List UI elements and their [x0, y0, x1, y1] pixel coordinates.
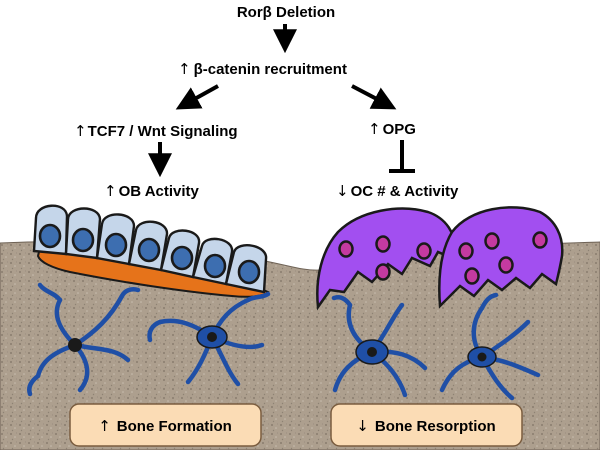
decrease-arrow-icon: ↓ — [356, 417, 369, 435]
label-bone-formation: Bone Formation — [117, 418, 232, 435]
label-beta-catenin: ↑β-catenin recruitment — [178, 60, 347, 78]
label-ror-beta-deletion: Rorβ Deletion — [237, 4, 335, 21]
arrow-catenin-to-opg — [351, 84, 397, 110]
decrease-arrow-icon: ↓ — [336, 182, 349, 200]
increase-arrow-icon: ↑ — [74, 122, 87, 140]
bone-formation-box: ↑ Bone Formation — [69, 403, 262, 447]
arrow-catenin-to-tcf7 — [175, 84, 219, 110]
increase-arrow-icon: ↑ — [178, 60, 191, 78]
label-oc-activity: ↓OC # & Activity — [336, 182, 459, 200]
svg-text:↓Bone Resorption: ↓ Bone Resorption — [356, 417, 495, 435]
increase-arrow-icon: ↑ — [98, 417, 111, 435]
label-opg: ↑OPG — [368, 120, 416, 138]
label-bone-resorption: Bone Resorption — [375, 418, 496, 435]
osteoclast-left — [316, 207, 457, 311]
osteoclast-right — [438, 206, 564, 309]
bone-resorption-box: ↓ Bone Resorption — [330, 403, 523, 447]
osteoblast-cells — [32, 204, 268, 294]
increase-arrow-icon: ↑ — [104, 182, 117, 200]
svg-text:↑Bone Formation: ↑ Bone Formation — [98, 417, 232, 435]
increase-arrow-icon: ↑ — [368, 120, 381, 138]
label-ob-activity: ↑OB Activity — [104, 182, 200, 200]
label-tcf7-wnt: ↑TCF7 / Wnt Signaling — [74, 122, 238, 140]
osteocyte-cell — [68, 338, 82, 352]
